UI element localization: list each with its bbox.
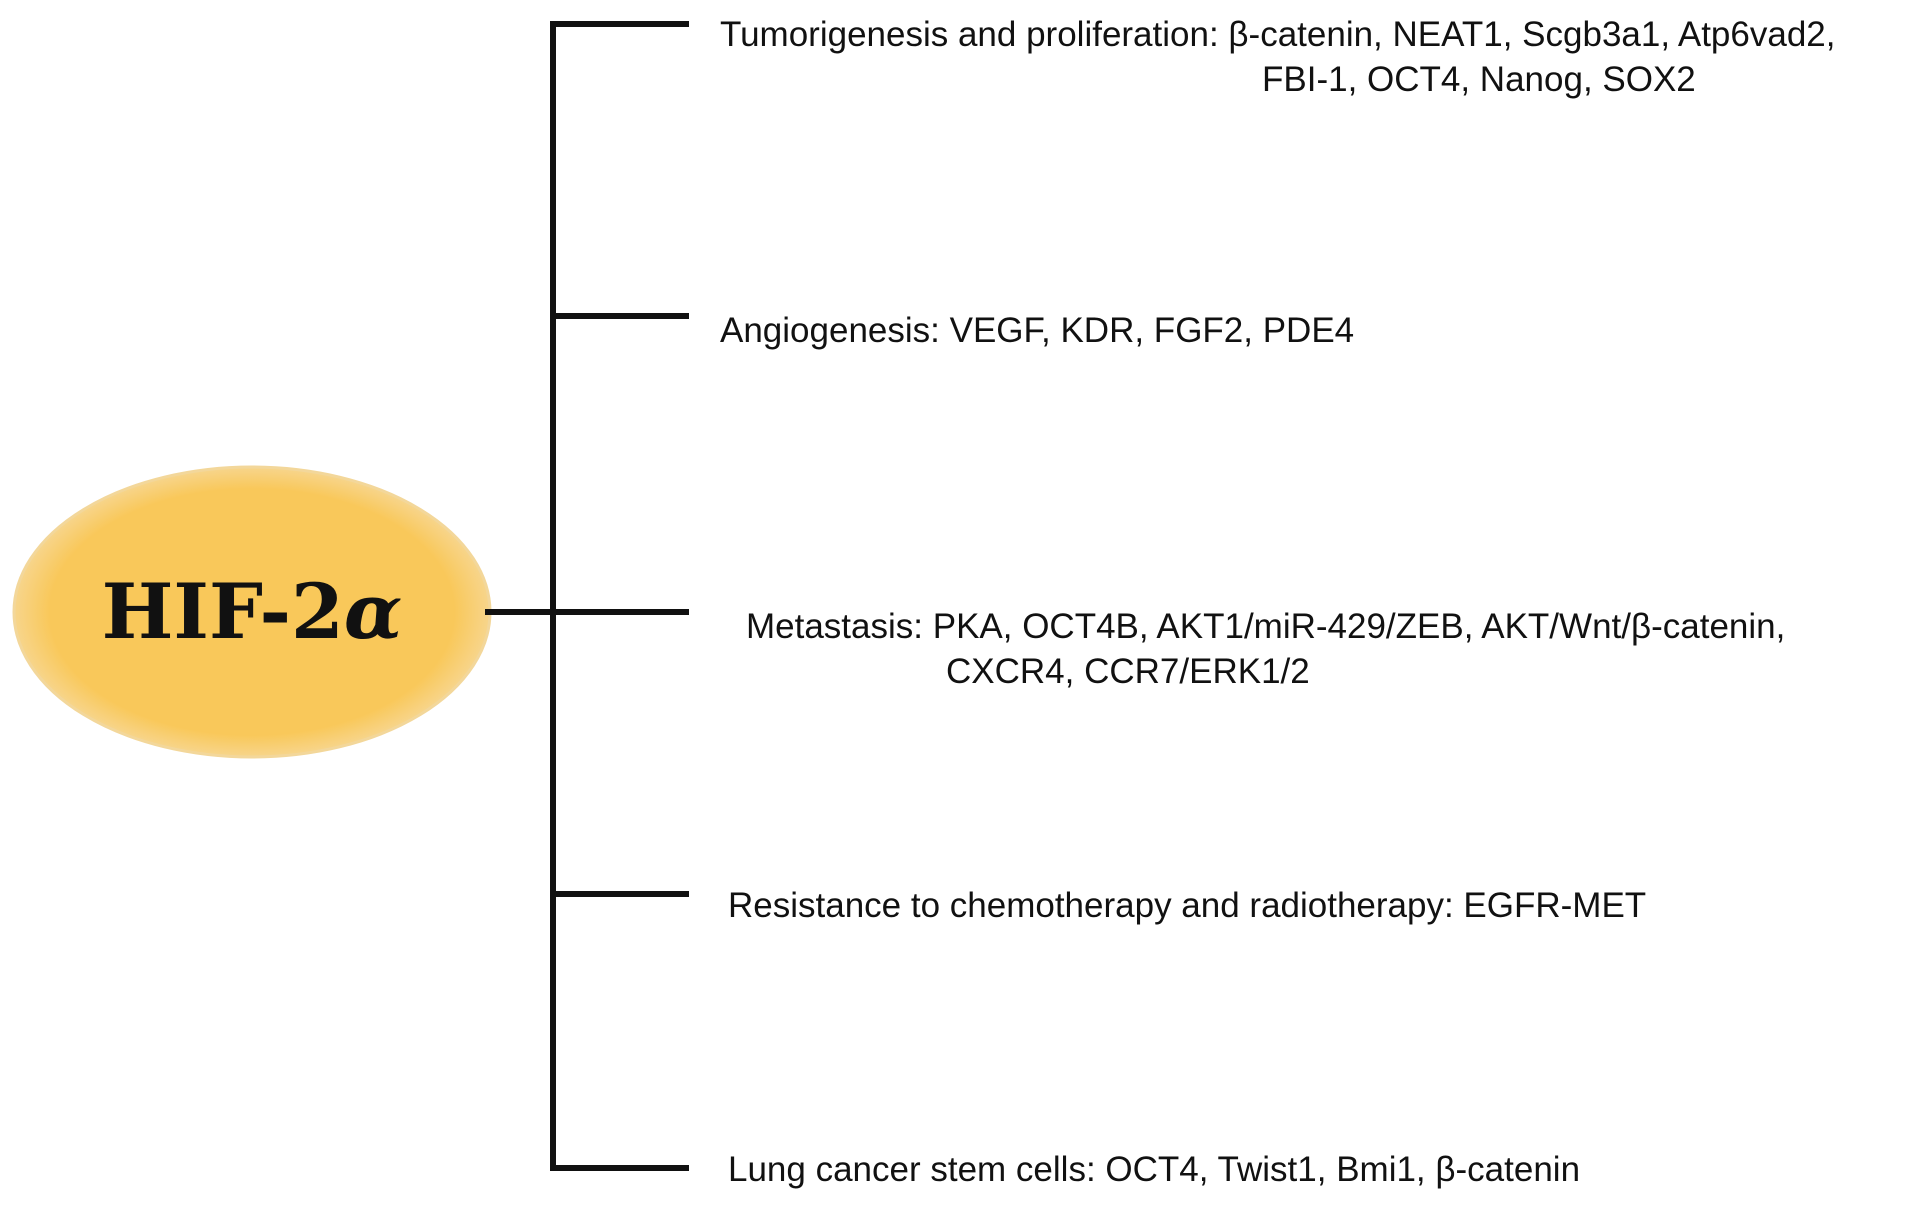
branch-label-metastasis-cont: CXCR4, CCR7/ERK1/2 xyxy=(946,652,1310,691)
branch-label-angiogenesis: Angiogenesis: VEGF, KDR, FGF2, PDE4 xyxy=(720,311,1354,350)
hif2a-label-symbol: α xyxy=(344,567,402,656)
hif2a-node: HIF-2α xyxy=(12,465,492,759)
branch-labels: Tumorigenesis and proliferation: β-caten… xyxy=(720,15,1835,1189)
branch-label-resistance: Resistance to chemotherapy and radiother… xyxy=(728,886,1646,925)
hif2a-label: HIF-2α xyxy=(102,567,403,656)
branch-label-stem-cells: Lung cancer stem cells: OCT4, Twist1, Bm… xyxy=(728,1150,1580,1189)
branch-label-tumorigenesis: Tumorigenesis and proliferation: β-caten… xyxy=(720,15,1835,54)
branch-label-tumorigenesis-cont: FBI-1, OCT4, Nanog, SOX2 xyxy=(1262,60,1696,99)
connector-lines xyxy=(485,21,689,1171)
hif2a-label-main: HIF-2 xyxy=(102,567,344,656)
branch-label-metastasis: Metastasis: PKA, OCT4B, AKT1/miR-429/ZEB… xyxy=(746,607,1785,646)
